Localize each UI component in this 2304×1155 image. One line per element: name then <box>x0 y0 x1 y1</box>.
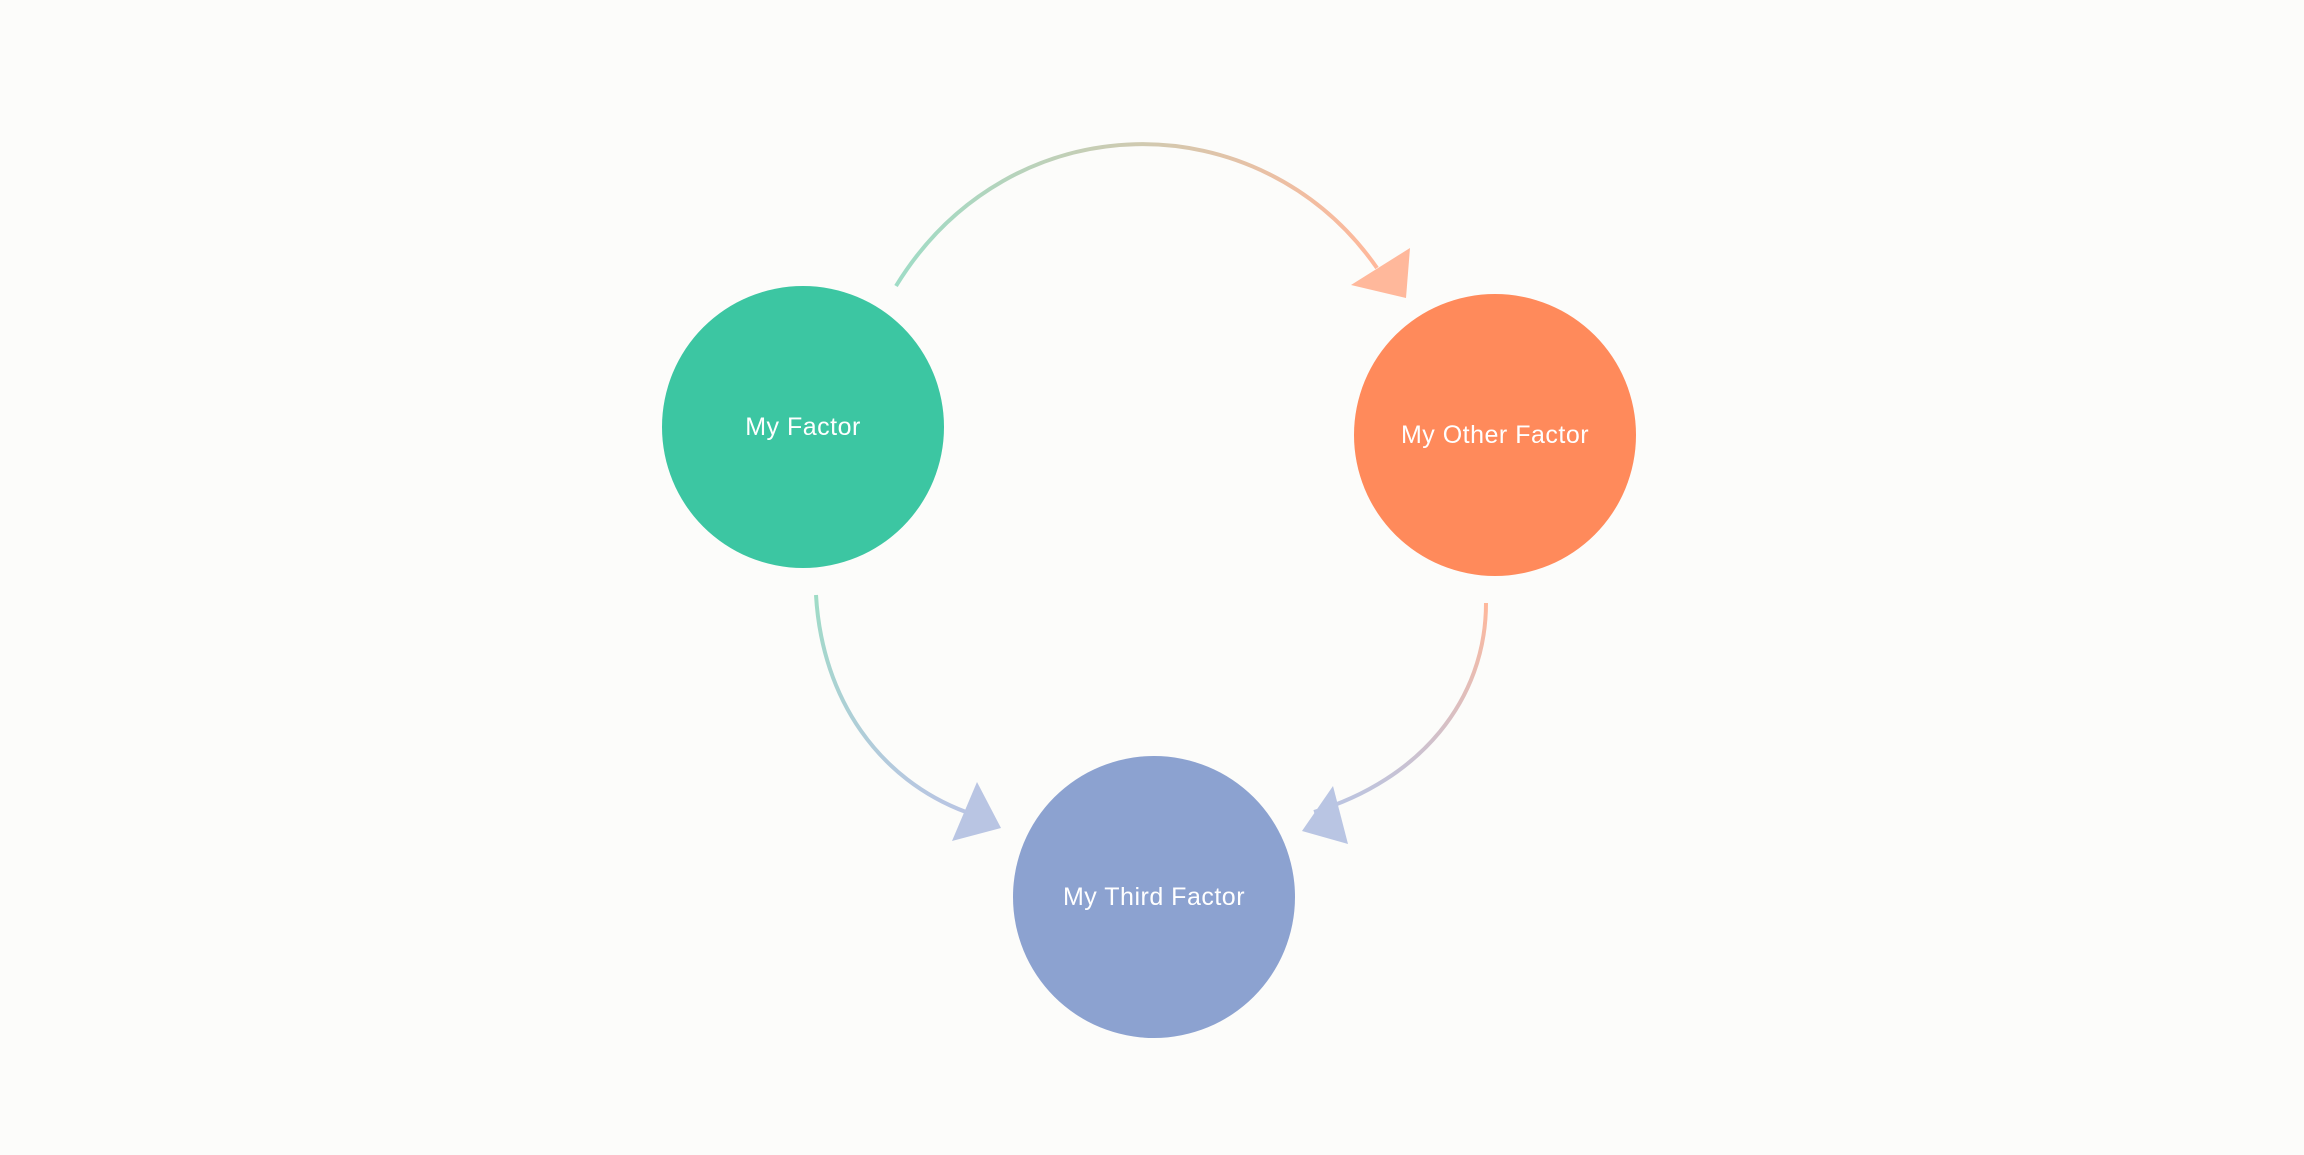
node-label: My Third Factor <box>1062 882 1246 911</box>
node-my-other-factor[interactable]: My Other Factor <box>1354 294 1636 576</box>
edge-my-factor-to-other-factor <box>894 142 1410 298</box>
node-my-factor[interactable]: My Factor <box>662 286 944 568</box>
node-label: My Other Factor <box>1400 420 1590 449</box>
edge-my-factor-to-third-factor <box>814 594 1001 841</box>
node-my-third-factor[interactable]: My Third Factor <box>1013 756 1295 1038</box>
arrowhead-icon <box>952 782 1001 841</box>
arrowhead-icon <box>1351 248 1410 298</box>
edge-other-factor-to-third-factor <box>1302 602 1488 844</box>
arrowhead-icon <box>1302 786 1348 844</box>
node-label: My Factor <box>745 412 861 441</box>
